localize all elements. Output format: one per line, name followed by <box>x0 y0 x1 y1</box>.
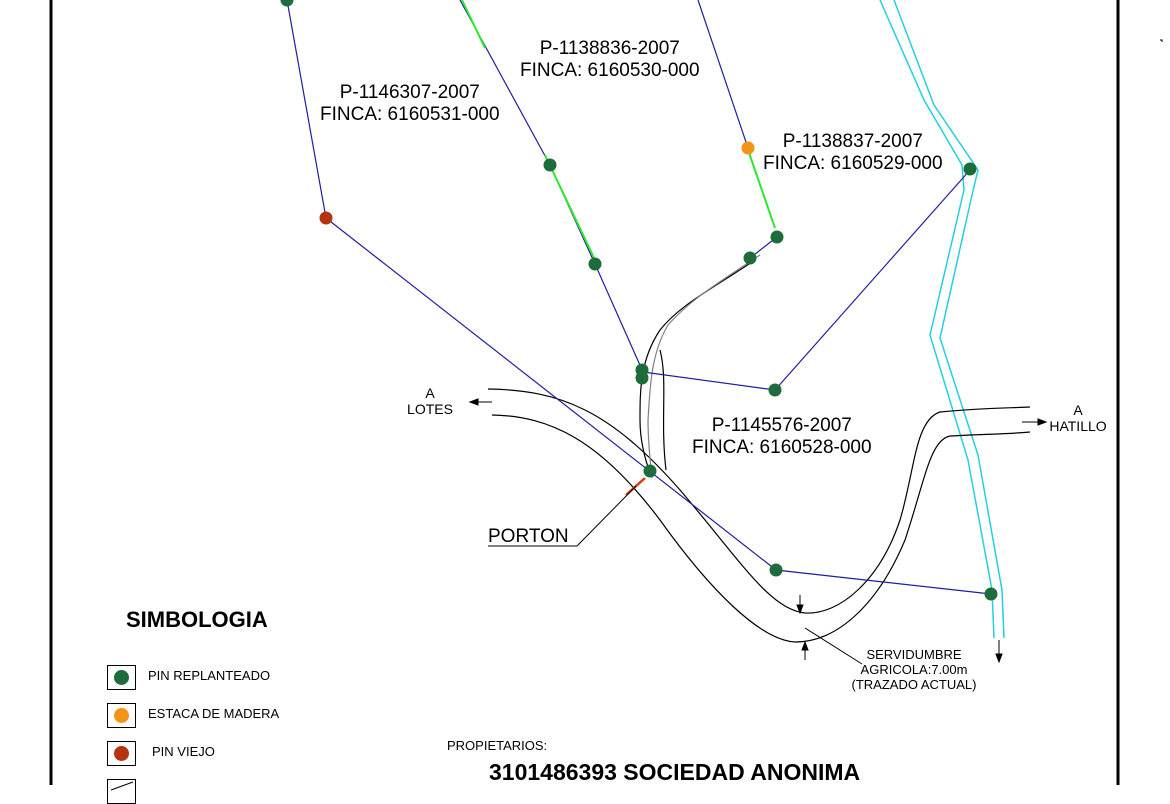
frame-tick <box>1160 39 1163 42</box>
legend-label-pin-viejo: PIN VIEJO <box>152 744 215 759</box>
green-pin-icon <box>114 670 129 685</box>
parcel-finca: FINCA: 6160530-000 <box>520 59 700 81</box>
survey-pins <box>280 0 998 601</box>
parcel-finca: FINCA: 6160529-000 <box>763 152 943 174</box>
survey-pin-marker <box>963 162 977 176</box>
porton-leader <box>576 485 637 547</box>
orange-stake-icon <box>114 708 129 723</box>
parcel-label-4: P-1145576-2007 FINCA: 6160528-000 <box>692 415 872 459</box>
legend-title: SIMBOLOGIA <box>126 607 268 632</box>
survey-pin-marker <box>319 211 333 225</box>
parcel-plano: P-1145576-2007 <box>711 415 852 436</box>
legend-swatch-line <box>107 779 136 804</box>
parcel-label-1: P-1138836-2007 FINCA: 6160530-000 <box>520 38 700 82</box>
red-pin-icon <box>114 746 129 761</box>
parcel-plano: P-1138836-2007 <box>539 38 680 59</box>
survey-pin-marker <box>743 251 757 265</box>
legend-swatch-estaca <box>107 703 136 728</box>
servidumbre-label: SERVIDUMBRE AGRICOLA:7.00m (TRAZADO ACTU… <box>846 647 982 693</box>
direction-lotes: A LOTES <box>404 385 456 417</box>
direction-hatillo: A HATILLO <box>1043 402 1113 434</box>
survey-map <box>49 0 1163 785</box>
parcel-label-2: P-1146307-2007 FINCA: 6160531-000 <box>320 82 500 126</box>
survey-pin-marker <box>984 587 998 601</box>
servidumbre-line2: AGRICOLA:7.00m <box>860 661 968 677</box>
servidumbre-line3: (TRAZADO ACTUAL) <box>851 676 977 692</box>
survey-pin-marker <box>280 0 294 7</box>
survey-pin-marker <box>770 230 784 244</box>
legend-label-estaca: ESTACA DE MADERA <box>148 706 280 721</box>
survey-pin-marker <box>635 371 649 385</box>
direction-place: LOTES <box>407 401 453 418</box>
porton-label: PORTON <box>488 526 569 547</box>
direction-a: A <box>425 385 435 401</box>
survey-pin-marker <box>643 464 657 478</box>
direction-place: HATILLO <box>1049 418 1107 435</box>
legend-swatch-pin-replanteado <box>107 665 136 690</box>
survey-pin-marker <box>588 257 602 271</box>
fence-lines <box>461 0 776 263</box>
direction-a: A <box>1073 402 1083 418</box>
owners-name: 3101486393 SOCIEDAD ANONIMA <box>489 759 861 785</box>
direction-arrows <box>468 398 1048 664</box>
legend-label-pin-replanteado: PIN REPLANTEADO <box>148 668 271 683</box>
survey-pin-marker <box>741 141 755 155</box>
river <box>879 0 1005 639</box>
survey-sheet: P-1138836-2007 FINCA: 6160530-000 P-1146… <box>49 0 1163 804</box>
servidumbre-line1: SERVIDUMBRE <box>866 647 962 662</box>
parcel-plano: P-1138837-2007 <box>782 131 923 152</box>
owners-heading: PROPIETARIOS: <box>447 738 548 753</box>
survey-pin-marker <box>769 563 783 577</box>
legend-swatch-pin-viejo <box>107 741 136 766</box>
parcel-finca: FINCA: 6160531-000 <box>320 103 500 125</box>
line-symbol-icon <box>110 781 134 791</box>
servidumbre-leader <box>804 627 863 665</box>
parcel-plano: P-1146307-2007 <box>339 82 480 103</box>
parcel-label-3: P-1138837-2007 FINCA: 6160529-000 <box>763 131 943 175</box>
survey-pin-marker <box>768 383 782 397</box>
driveway <box>639 254 761 479</box>
survey-pin-marker <box>543 158 557 172</box>
parcel-finca: FINCA: 6160528-000 <box>692 436 872 458</box>
